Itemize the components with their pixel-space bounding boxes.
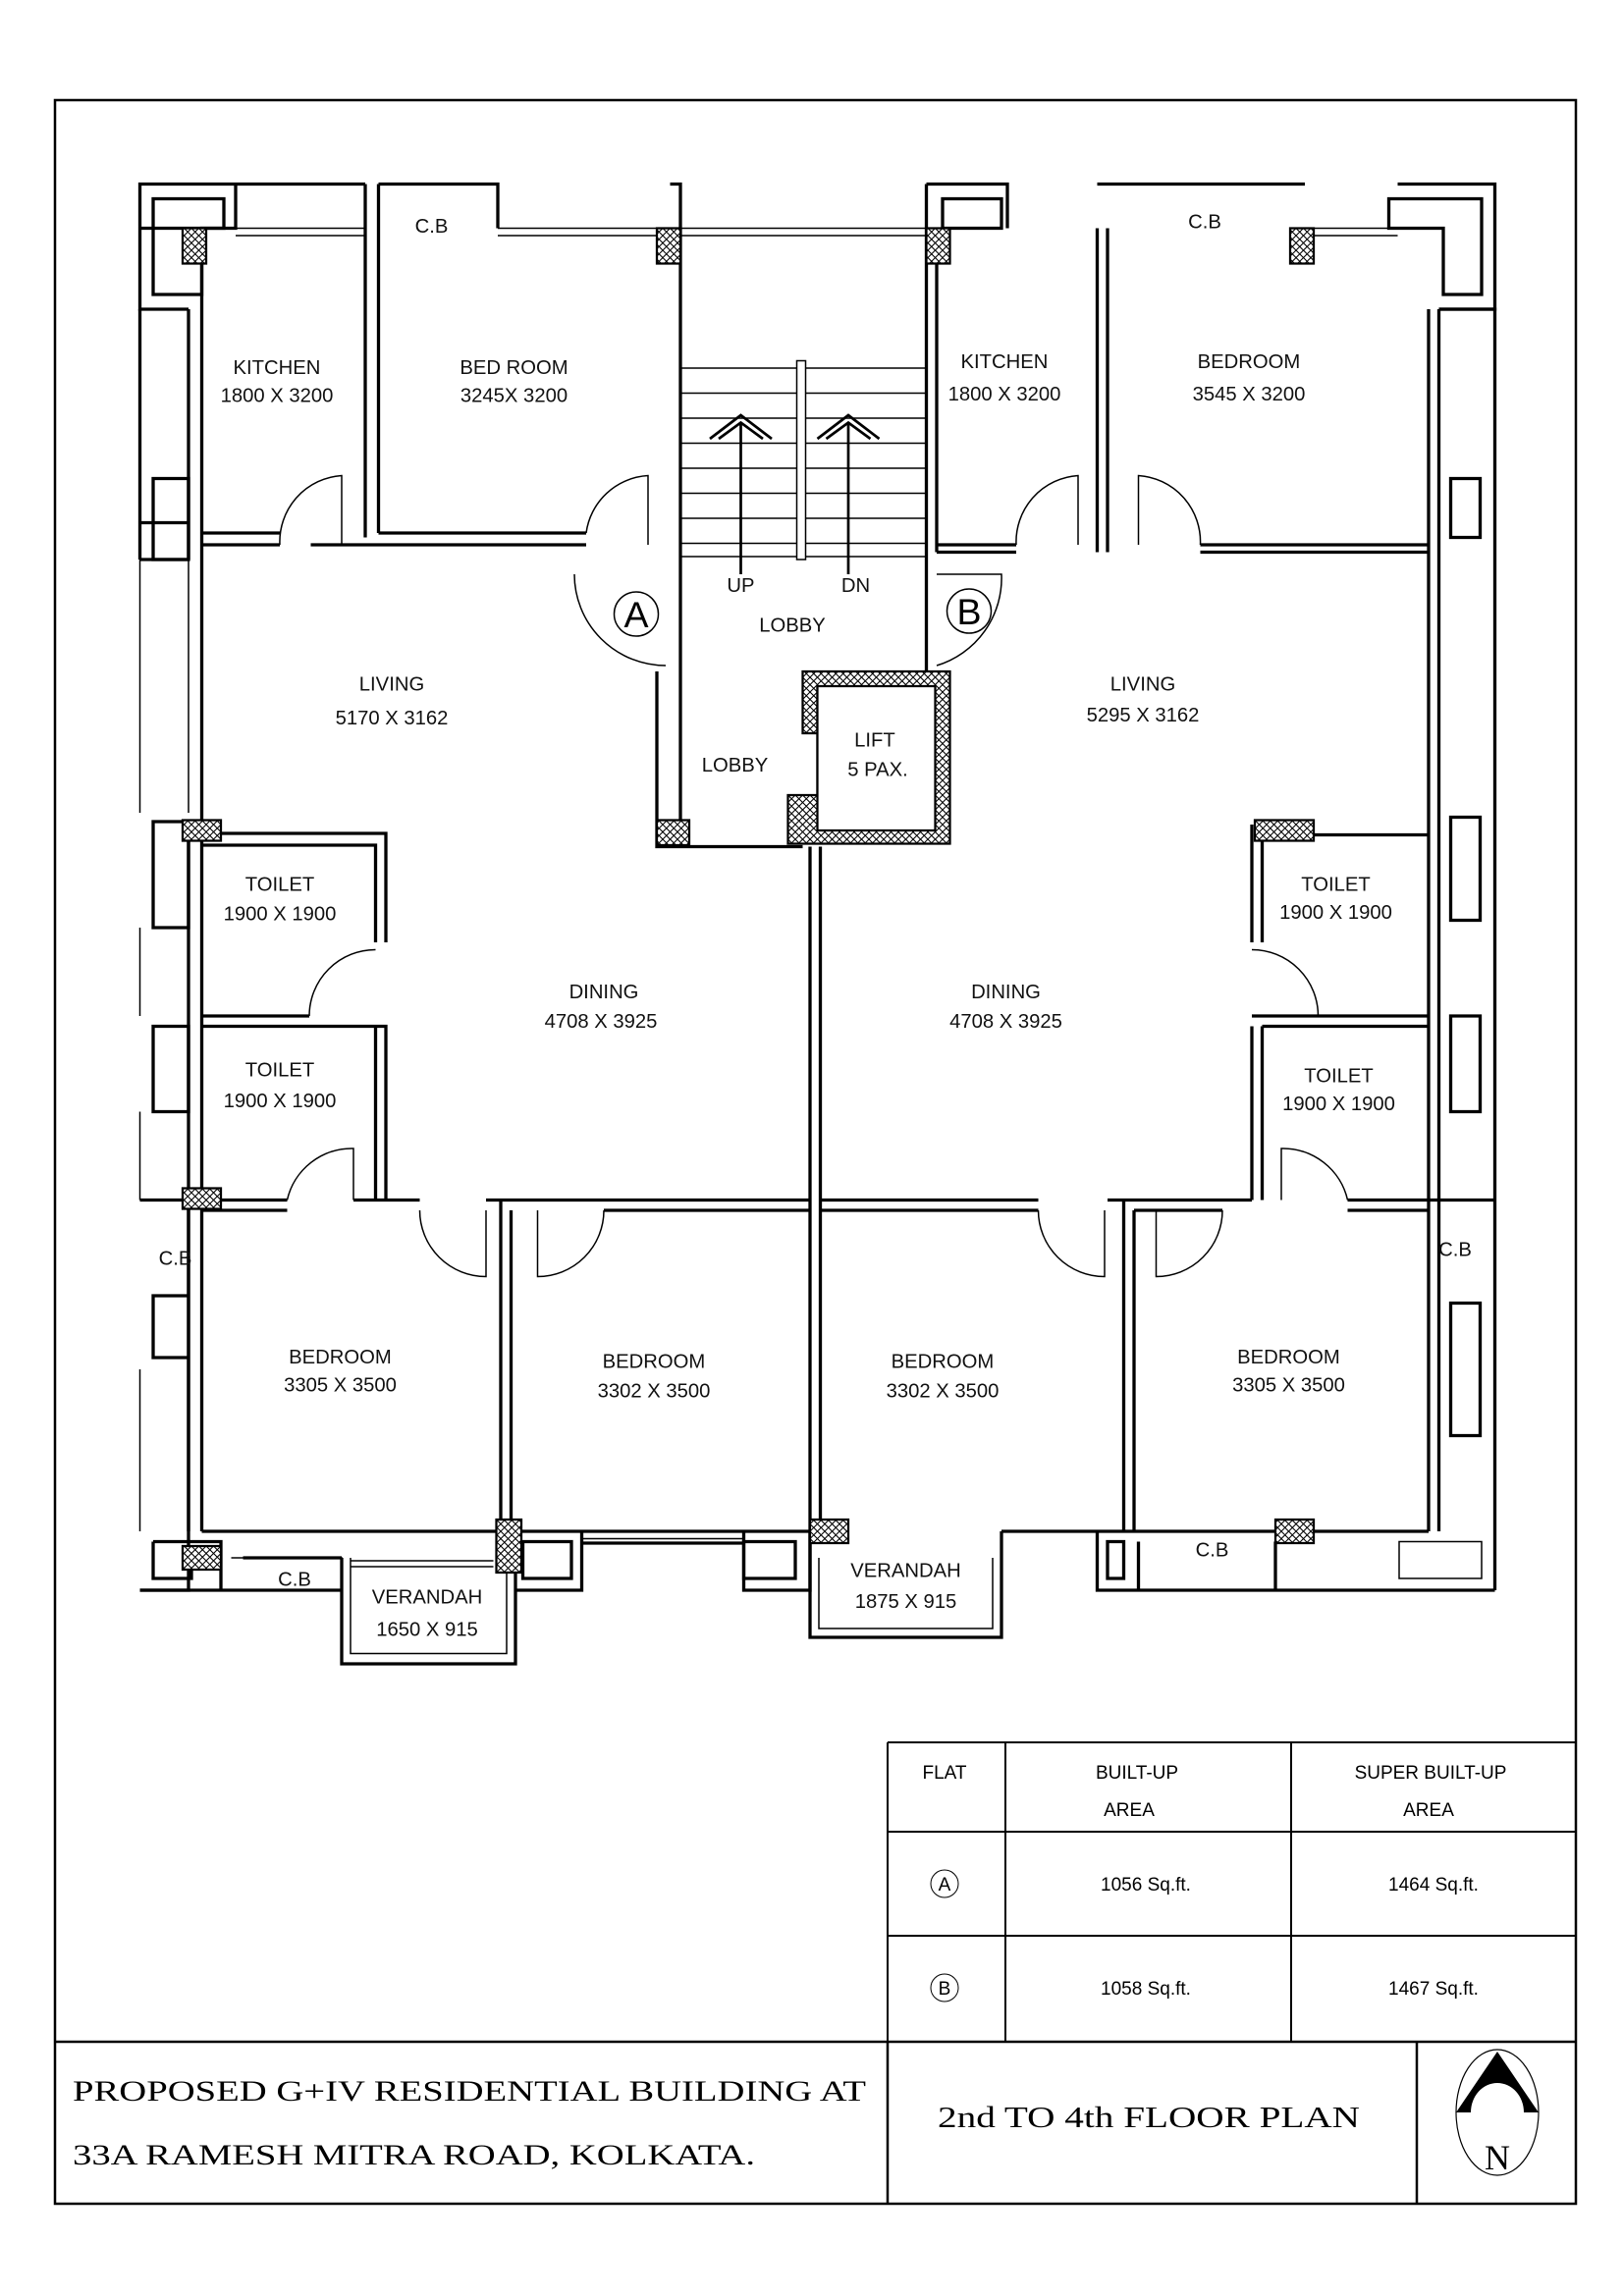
table-header-flat: FLAT (922, 1763, 966, 1784)
room-name: BEDROOM (892, 1352, 995, 1373)
doors (279, 474, 1349, 1278)
room-size: 3302 X 3500 (598, 1381, 711, 1403)
room-name: TOILET (1304, 1066, 1374, 1088)
cupboard-label: C.B (159, 1249, 192, 1270)
walls (137, 182, 1497, 1666)
room-name: TOILET (1301, 875, 1371, 896)
room-name: LIVING (359, 674, 424, 696)
table-cell-super-built-up: 1464 Sq.ft. (1388, 1875, 1479, 1896)
room-size: 3302 X 3500 (887, 1381, 1000, 1403)
table-cell-flat: B (939, 1979, 951, 2000)
room-size: 1800 X 3200 (948, 384, 1061, 405)
room-name: BED ROOM (460, 357, 568, 379)
area-table: FLAT BUILT-UP AREA SUPER BUILT-UP AREA A… (887, 1741, 1576, 2042)
columns (181, 227, 1316, 1575)
room-size: 1900 X 1900 (224, 1091, 337, 1112)
table-header-built-up-area: AREA (1104, 1800, 1155, 1821)
room-name: BEDROOM (1237, 1347, 1340, 1368)
room-size: 1875 X 915 (855, 1591, 957, 1613)
north-label: N (1485, 2138, 1510, 2177)
room-size: 1900 X 1900 (1279, 902, 1392, 924)
up-arrow-icon (709, 413, 773, 574)
room-size: 5170 X 3162 (336, 708, 449, 729)
flat-b-tag: B (956, 591, 981, 632)
title-block: PROPOSED G+IV RESIDENTIAL BUILDING AT 33… (55, 2040, 1576, 2204)
sheet-border (53, 98, 1578, 2206)
table-header-super-built-up: SUPER BUILT-UP (1355, 1763, 1507, 1784)
table-cell-built-up: 1056 Sq.ft. (1101, 1875, 1191, 1896)
lift-capacity: 5 PAX. (847, 760, 908, 781)
down-arrow-icon (816, 413, 881, 574)
room-name: BEDROOM (1198, 351, 1301, 373)
north-arrow-icon: N (1455, 2049, 1540, 2177)
room-size: 3305 X 3500 (284, 1375, 397, 1397)
project-title-line1: PROPOSED G+IV RESIDENTIAL BUILDING AT (73, 2075, 866, 2108)
room-size: 5295 X 3162 (1087, 705, 1200, 726)
table-header-super-built-up-area: AREA (1403, 1800, 1454, 1821)
lobby-label: LOBBY (702, 755, 769, 776)
stair-up-label: UP (727, 575, 754, 597)
lift-label: LIFT (854, 730, 895, 752)
stair-down-label: DN (841, 575, 870, 597)
room-name: BEDROOM (603, 1352, 706, 1373)
room-name: VERANDAH (372, 1587, 483, 1609)
room-labels: KITCHEN 1800 X 3200 BED ROOM 3245X 3200 … (159, 212, 1472, 1641)
room-size: 1800 X 3200 (221, 386, 334, 407)
room-name: DINING (569, 982, 639, 1003)
sheet-title: 2nd TO 4th FLOOR PLAN (938, 2100, 1360, 2134)
table-cell-flat: A (939, 1875, 951, 1896)
table-cell-built-up: 1058 Sq.ft. (1101, 1979, 1191, 2000)
table-header-built-up: BUILT-UP (1096, 1763, 1178, 1784)
room-name: KITCHEN (234, 357, 321, 379)
room-name: LIVING (1110, 674, 1175, 696)
room-name: TOILET (245, 875, 315, 896)
cupboard-label: C.B (1438, 1240, 1472, 1261)
plan: KITCHEN 1800 X 3200 BED ROOM 3245X 3200 … (137, 182, 1497, 1666)
room-name: BEDROOM (289, 1347, 392, 1368)
room-size: 1650 X 915 (376, 1620, 478, 1641)
room-size: 3245X 3200 (460, 386, 568, 407)
project-title-line2: 33A RAMESH MITRA ROAD, KOLKATA. (73, 2139, 755, 2171)
cupboard-label: C.B (1188, 212, 1221, 234)
room-name: KITCHEN (961, 351, 1049, 373)
table-cell-super-built-up: 1467 Sq.ft. (1388, 1979, 1479, 2000)
cupboard-label: C.B (278, 1570, 311, 1591)
room-size: 4708 X 3925 (545, 1011, 658, 1033)
cupboard-label: C.B (1196, 1540, 1229, 1562)
staircase (680, 359, 927, 574)
room-size: 1900 X 1900 (224, 904, 337, 926)
room-name: VERANDAH (850, 1561, 961, 1582)
room-size: 1900 X 1900 (1282, 1094, 1395, 1115)
room-name: DINING (971, 982, 1041, 1003)
flat-a-tag: A (623, 594, 648, 635)
room-size: 3305 X 3500 (1232, 1375, 1345, 1397)
room-size: 4708 X 3925 (949, 1011, 1062, 1033)
cupboard-label: C.B (415, 216, 449, 238)
room-name: TOILET (245, 1060, 315, 1082)
lobby-label: LOBBY (759, 615, 826, 637)
room-size: 3545 X 3200 (1193, 384, 1306, 405)
